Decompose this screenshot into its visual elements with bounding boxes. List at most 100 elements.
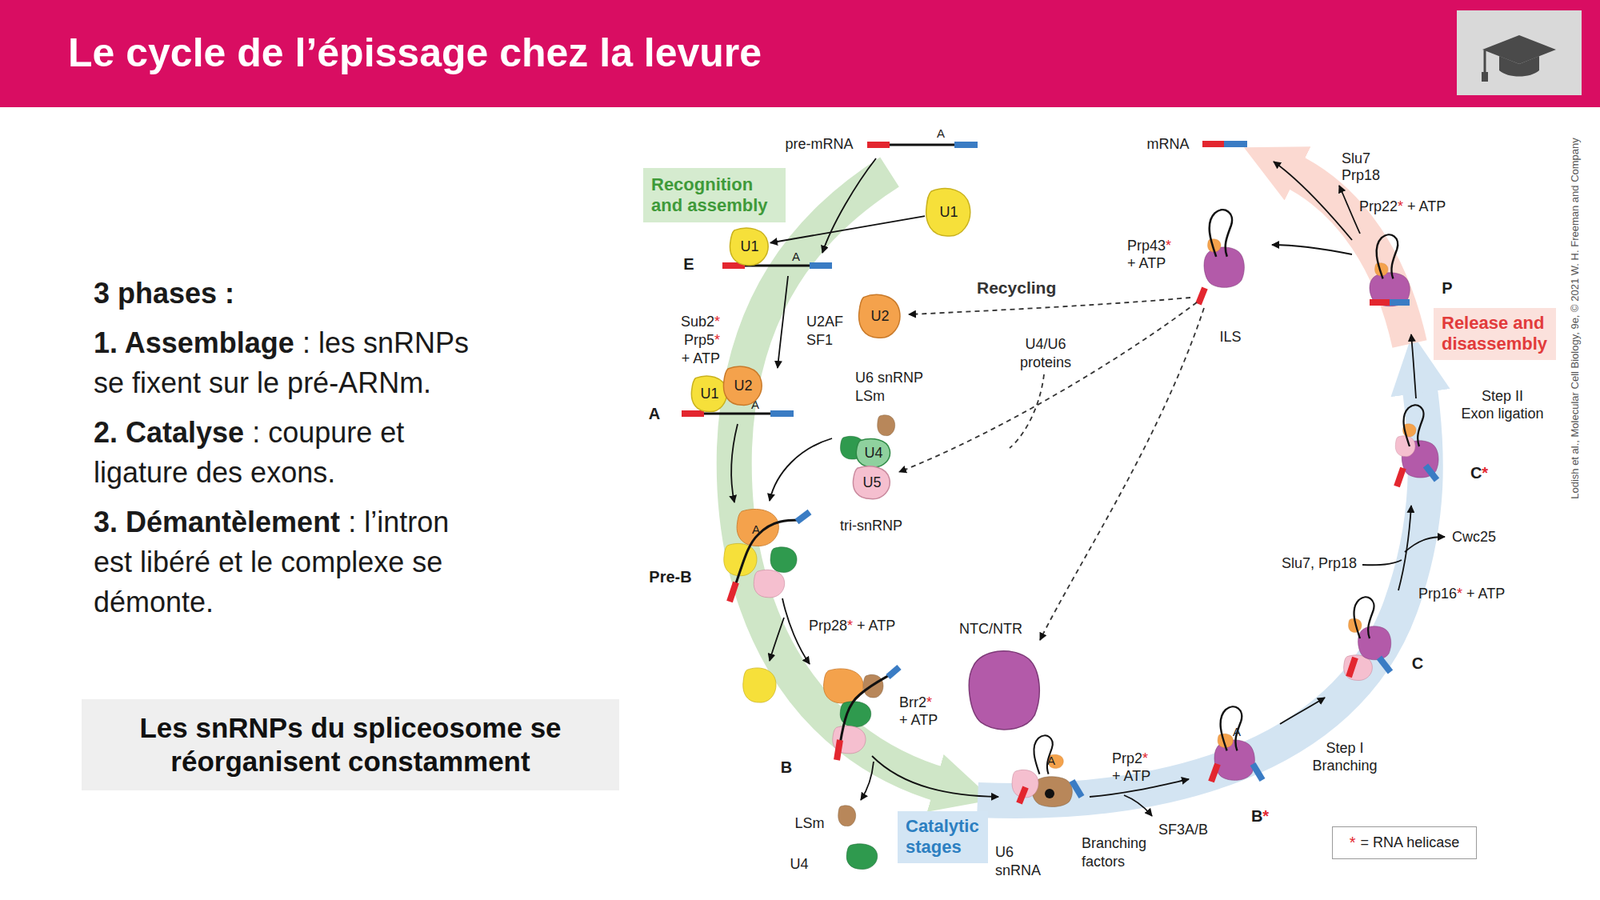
factor-label: pre-mRNA [784,136,853,153]
branch-site: A [1232,724,1241,739]
spliceosome-complex [836,740,840,760]
snrnp-name: U4 [864,444,883,462]
factor-label: Step I [1325,740,1364,757]
ntc-outline [965,644,1043,734]
box-text: Les snRNPs du spliceosome se réorganisen… [89,711,612,779]
helicase-mark: * [1262,807,1269,825]
rna-strand [954,141,978,148]
factor-label: LSm [855,388,885,405]
helicase-mark: * [1349,833,1356,852]
stage-band [977,384,1426,801]
pathway-arrow [769,617,784,661]
spliceosome-complex [846,844,877,870]
spliceosome-complex [1072,780,1082,797]
snrnp-name: U1 [700,385,719,403]
spliceosome-complex [1348,657,1356,677]
snrnp-blob: U1 [690,374,729,413]
spliceosome-complex [1211,764,1218,782]
factor-label: Branching [1312,757,1377,775]
page-title: Le cycle de l’épissage chez la levure [68,29,762,76]
stage-box: Catalytic stages [897,811,988,864]
snrnp-name: U5 [862,474,881,492]
snrnp-name: U1 [939,204,958,221]
summary-box: Les snRNPs du spliceosome se réorganisen… [81,699,620,791]
pathway-arrow [860,761,874,800]
assembly-arrow [770,216,925,243]
stage-box: Release and disassembly [1433,308,1556,360]
snrnp-blob: U2 [722,364,764,407]
pathway-arrow [1272,244,1352,255]
helicase-mark: * [1481,464,1488,482]
pathway-arrow [1362,560,1402,565]
helicase-mark: * [1165,237,1172,254]
graduation-icon [1456,10,1582,96]
spliceosome-complex [729,582,736,602]
stage-band [1289,169,1410,344]
spliceosome-complex [1369,299,1390,306]
pathway-arrow [731,158,1445,816]
complex-name: Pre-B [648,568,692,587]
factor-label: mRNA [1147,136,1190,153]
factor-label: + ATP [899,712,938,729]
branch-site: A [752,522,760,536]
branch-site: A [792,249,800,264]
factor-label: Step II [1481,388,1524,405]
ntc-outline [965,644,1043,734]
factor-label: ILS [1219,328,1241,346]
factor-label: Slu7 [1341,150,1371,168]
spliceosome-complex [1354,596,1375,639]
factor-label: Prp22* + ATP [1359,198,1446,216]
recycling-arrow [899,302,1197,472]
rna-strand [704,412,771,416]
spliceosome-complex [1389,299,1410,306]
recycling-arrow [899,297,1204,640]
spliceosome-complex [1369,272,1410,307]
complex-name: B [780,758,792,777]
pathway-arrow [1404,536,1445,552]
snrnp-blob: U1 [728,226,771,267]
snrnp-outline [691,376,727,412]
spliceosome-complex [796,512,810,522]
pathway-arrow [777,276,788,368]
spliceosome-complex [1019,787,1026,804]
ntc-complex: NTC/NTR [956,617,1046,734]
phase-name: 3. Démantèlement [93,505,340,539]
factor-label: snRNA [995,862,1041,880]
factor-label: Branching [1081,835,1147,852]
rna-strand [1224,140,1248,148]
snrnp-blob: U5 [852,464,892,500]
factor-label: + ATP [681,350,720,368]
copyright-note: Lodish et al., Molecular Cell Biology, 9… [1568,137,1581,500]
spliceosome-complex [1358,626,1392,660]
graduation-icon [1456,10,1582,96]
factor-label: U4 [789,856,808,873]
phase-list: 3 phases :1. Assemblage: les snRNPs se f… [93,273,475,632]
graduation-icon [1481,72,1488,82]
helicase-mark: * [1142,750,1148,767]
complex-name: P [1441,279,1452,298]
stage-box: Recognition and assembly [643,168,786,223]
factor-label: U4/U6 [1024,336,1066,353]
complex-name: C* [1470,464,1488,483]
spliceosome-complex [1425,465,1437,480]
spliceosome-complex [1252,764,1263,780]
pathway-arrow [782,598,810,664]
factor-label: Cwc25 [1452,528,1496,546]
phase-item: 2. Catalyse: coupure et ligature des exo… [93,412,475,493]
pathway-arrow [731,424,738,503]
factor-label: proteins [1020,354,1072,372]
factor-label: + ATP [1112,768,1151,785]
spliceosome-complex [877,415,896,436]
factor-label: Recycling [974,278,1059,298]
branch-site: A [1047,753,1056,768]
box-text: Catalytic stages [905,816,980,859]
snrnp-outline [926,188,971,236]
rna-strand [809,262,832,269]
ntc-name: NTC/NTR [959,620,1023,638]
ntc-outline [968,651,1040,730]
factor-label: factors [1081,853,1125,871]
factor-label: Prp28* + ATP [808,617,896,635]
factor-label: Brr2* [899,694,932,712]
recycling-arrow [908,297,1191,315]
factor-label: Prp43* [1127,237,1172,255]
